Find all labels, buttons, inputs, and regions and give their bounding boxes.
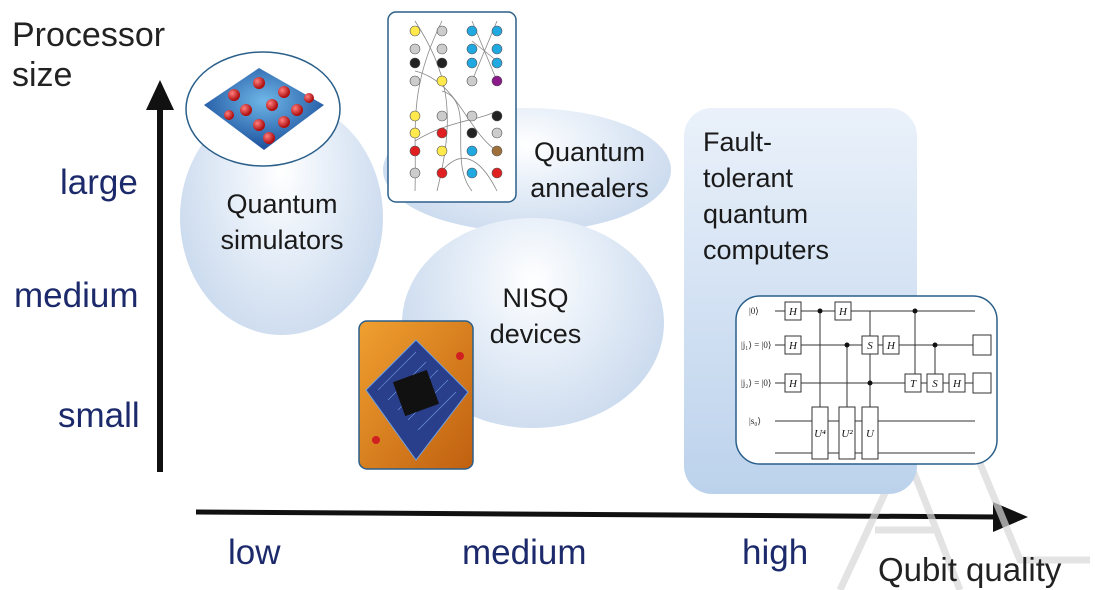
y-level-large: large	[60, 163, 138, 202]
gate-s-2: S	[932, 378, 938, 390]
x-level-low: low	[228, 533, 281, 572]
annealer-graph-image	[387, 11, 517, 203]
gate-h-5: H	[886, 340, 896, 352]
lattice-image	[185, 51, 341, 167]
circuit-image: H H H H S H T S H U⁴ U² U |0⟩ |j₁⟩ = |0⟩…	[735, 295, 998, 465]
simulators-label: Quantum simulators	[220, 189, 344, 255]
y-level-small: small	[58, 396, 140, 435]
gate-h-6: H	[952, 378, 962, 390]
gate-t: T	[910, 378, 917, 390]
gate-u4: U⁴	[814, 428, 826, 440]
ket-s0: |s₀⟩	[749, 416, 761, 426]
gate-h-1: H	[788, 306, 798, 318]
x-axis-line	[195, 509, 1001, 520]
y-axis-title-text: Processor size	[12, 16, 166, 94]
x-level-medium: medium	[462, 533, 587, 572]
gate-h-4: H	[838, 306, 848, 318]
nisq-label: NISQ devices	[489, 283, 582, 349]
ket-0: |0⟩	[749, 306, 759, 316]
gate-s-1: S	[867, 340, 873, 352]
ket-j1: |j₁⟩ = |0⟩	[741, 340, 771, 350]
x-level-high: high	[742, 533, 809, 572]
gate-u: U	[866, 428, 875, 440]
x-axis-title: Qubit quality	[878, 551, 1062, 588]
y-axis-title: Processor size	[12, 15, 212, 95]
annealers-label: Quantum annealers	[530, 137, 649, 203]
gate-h-3: H	[788, 378, 798, 390]
chip-image	[358, 320, 474, 470]
y-axis-arrowhead	[146, 80, 174, 110]
gate-h-2: H	[788, 340, 798, 352]
ket-j2: |j₂⟩ = |0⟩	[741, 378, 771, 388]
y-level-medium: medium	[14, 276, 139, 315]
fault-tolerant-label: Fault-tolerant quantum computers	[703, 127, 830, 265]
gate-u2: U²	[841, 428, 853, 440]
